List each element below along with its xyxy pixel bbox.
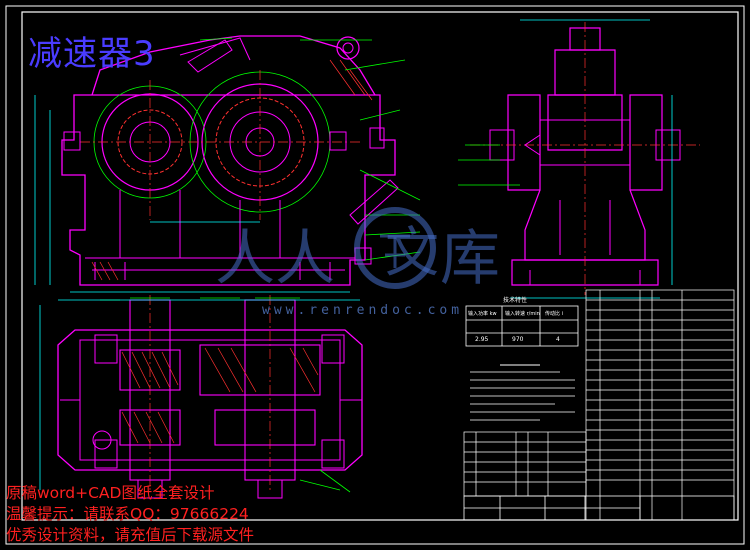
tech-header-ratio: 传动比 i (545, 311, 563, 317)
promo-line-2: 温馨提示：请联系QQ：97666224 (6, 505, 249, 523)
tech-header-speed: 输入转速 r/min (505, 311, 540, 317)
side-view (458, 19, 700, 299)
top-view (39, 295, 363, 499)
parts-list (463, 289, 735, 521)
tech-value-speed: 970 (512, 336, 524, 343)
watermark-ku: 库 (440, 224, 500, 294)
tech-requirements (470, 364, 575, 421)
title-block (463, 495, 735, 521)
promo-line-3: 优秀设计资料，请充值后下载源文件 (6, 526, 255, 544)
watermark-wen: 文 (385, 221, 439, 284)
tech-table-title: 技术特性 (503, 297, 528, 304)
drawing-title: 减速器3 (28, 34, 156, 74)
tech-value-ratio: 4 (556, 336, 560, 343)
tech-characteristics-table (465, 305, 579, 347)
outer-frame (5, 5, 745, 545)
watermark-logo (354, 207, 436, 289)
front-view (34, 35, 421, 293)
promo-line-1: 原稿word+CAD图纸全套设计 (6, 484, 215, 502)
watermark-ren: 人人 (215, 224, 335, 294)
inner-frame (21, 11, 739, 521)
tech-header-power: 输入功率 kw (468, 311, 497, 317)
tech-value-power: 2.95 (475, 336, 489, 343)
watermark-url: www.renrendoc.com (262, 303, 464, 318)
